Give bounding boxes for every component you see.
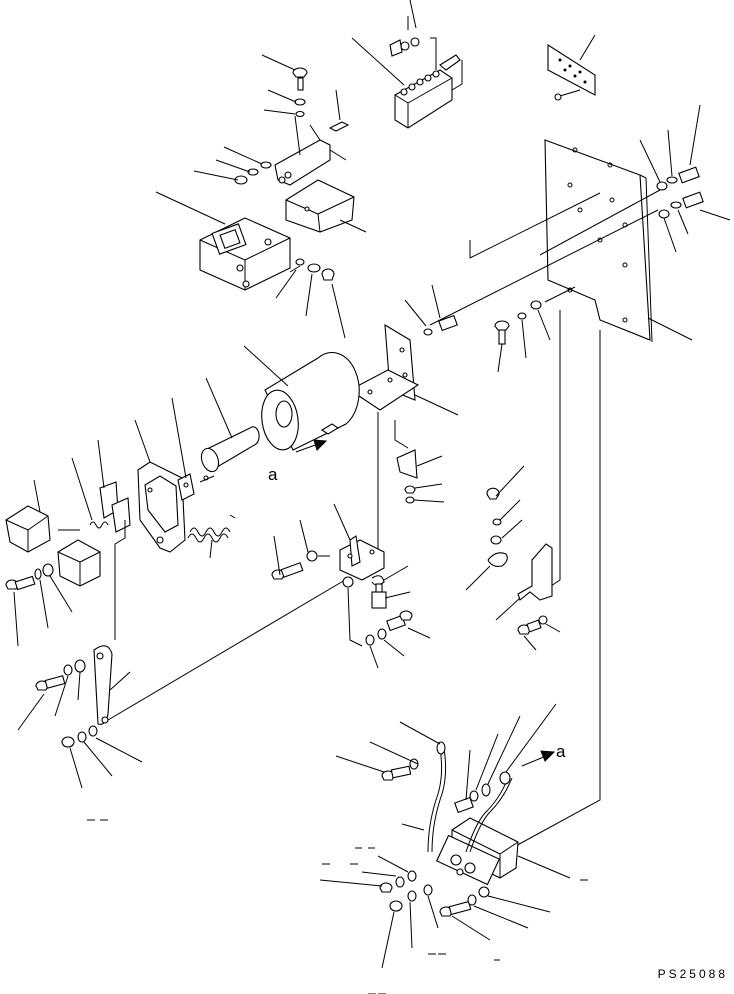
- return-spring: [187, 514, 236, 559]
- solenoid-housing: [155, 191, 346, 339]
- center-mount-bracket: [271, 503, 431, 669]
- l-bracket: [348, 323, 459, 555]
- view-arrow-a-upper: [295, 439, 328, 453]
- battery-relay: [319, 703, 588, 994]
- view-label-a-upper: a: [268, 465, 278, 484]
- mounting-plate: [544, 139, 693, 343]
- stop-plate: [71, 439, 131, 640]
- ground-strap-left: [17, 579, 346, 821]
- linkage-plate: [134, 397, 215, 553]
- left-bolts: [5, 563, 73, 647]
- relay-cover: [285, 179, 367, 233]
- view-arrow-a-lower: [521, 750, 556, 767]
- plunger: [200, 377, 260, 473]
- upper-bracket-assembly: [193, 54, 350, 186]
- drawing-code: PS25088: [658, 967, 728, 981]
- mid-hardware: [404, 284, 601, 849]
- plate-bolts: [429, 104, 731, 326]
- small-clip: [396, 449, 445, 504]
- solenoid-coil: [243, 345, 360, 451]
- rubber-stoppers: [5, 479, 101, 587]
- name-plate: [547, 34, 596, 101]
- view-label-a-lower: a: [556, 742, 566, 761]
- terminal-block: [351, 0, 601, 259]
- right-cable-clip: [465, 465, 561, 651]
